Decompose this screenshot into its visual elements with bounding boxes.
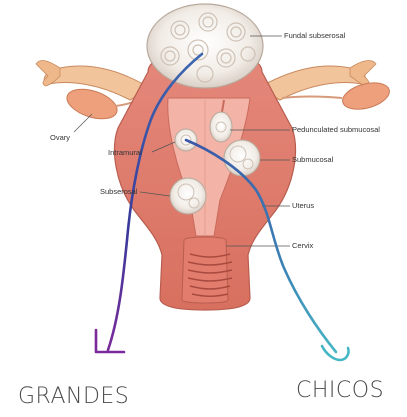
subserosal-fibroid — [170, 178, 206, 214]
submucosal-fibroid — [224, 140, 260, 176]
label-intramural: Intramural — [108, 148, 142, 157]
label-cervix: Cervix — [292, 241, 313, 250]
label-fundal-subserosal: Fundal subserosal — [284, 31, 345, 40]
fundal-subserosal-fibroid — [147, 4, 263, 88]
label-uterus: Uterus — [292, 201, 314, 210]
label-submucosal: Submucosal — [292, 155, 333, 164]
label-subserosal: Subserosal — [100, 187, 138, 196]
label-ovary: Ovary — [50, 133, 70, 142]
handwritten-grandes: GRANDES — [18, 384, 129, 409]
right-ovary — [340, 78, 393, 114]
handwritten-chicos: CHICOS — [296, 378, 384, 403]
label-pedunculated-submucosal: Pedunculated submucosal — [292, 125, 380, 134]
